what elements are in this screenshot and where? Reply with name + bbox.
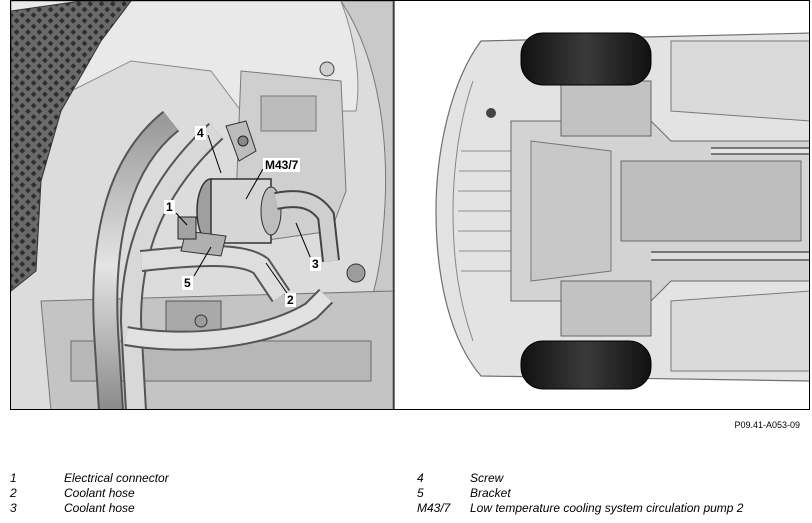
callout-3: 3 (310, 257, 321, 271)
front-tire-bottom (520, 340, 652, 390)
legend-description: Coolant hose (64, 486, 135, 500)
technical-illustration: 4 M43/7 1 5 2 3 (10, 0, 810, 410)
legend-item: 2 Coolant hose (10, 486, 390, 501)
callout-5: 5 (182, 276, 193, 290)
legend-item: 4 Screw (417, 471, 807, 486)
legend-item: 3 Coolant hose (10, 501, 390, 516)
illustration-drawing (11, 1, 809, 409)
legend-description: Coolant hose (64, 501, 135, 515)
detail-view-engine-bay (11, 1, 394, 409)
callout-1: 1 (164, 200, 175, 214)
callout-M43-7: M43/7 (263, 158, 301, 172)
legend-item: 1 Electrical connector (10, 471, 390, 486)
legend-item: 5 Bracket (417, 486, 807, 501)
vehicle-underbody-overview (395, 1, 809, 409)
legend-right-column: 4 Screw 5 Bracket M43/7 Low temperature … (417, 471, 807, 516)
legend-key: 3 (10, 501, 17, 515)
callout-4: 4 (195, 126, 206, 140)
callout-2: 2 (285, 293, 296, 307)
front-tire-top (520, 32, 652, 86)
legend-key: 2 (10, 486, 17, 500)
legend-key: M43/7 (417, 501, 451, 515)
legend-description: Low temperature cooling system circulati… (470, 501, 744, 515)
legend-key: 1 (10, 471, 17, 485)
legend-description: Bracket (470, 486, 511, 500)
legend-item: M43/7 Low temperature cooling system cir… (417, 501, 807, 516)
legend-key: 4 (417, 471, 424, 485)
legend-description: Screw (470, 471, 504, 485)
legend-left-column: 1 Electrical connector 2 Coolant hose 3 … (10, 471, 390, 516)
figure-identifier: P09.41-A053-09 (734, 420, 800, 430)
legend-description: Electrical connector (64, 471, 169, 485)
legend-key: 5 (417, 486, 424, 500)
grille-mesh (11, 1, 132, 292)
leader-lines (175, 134, 312, 294)
